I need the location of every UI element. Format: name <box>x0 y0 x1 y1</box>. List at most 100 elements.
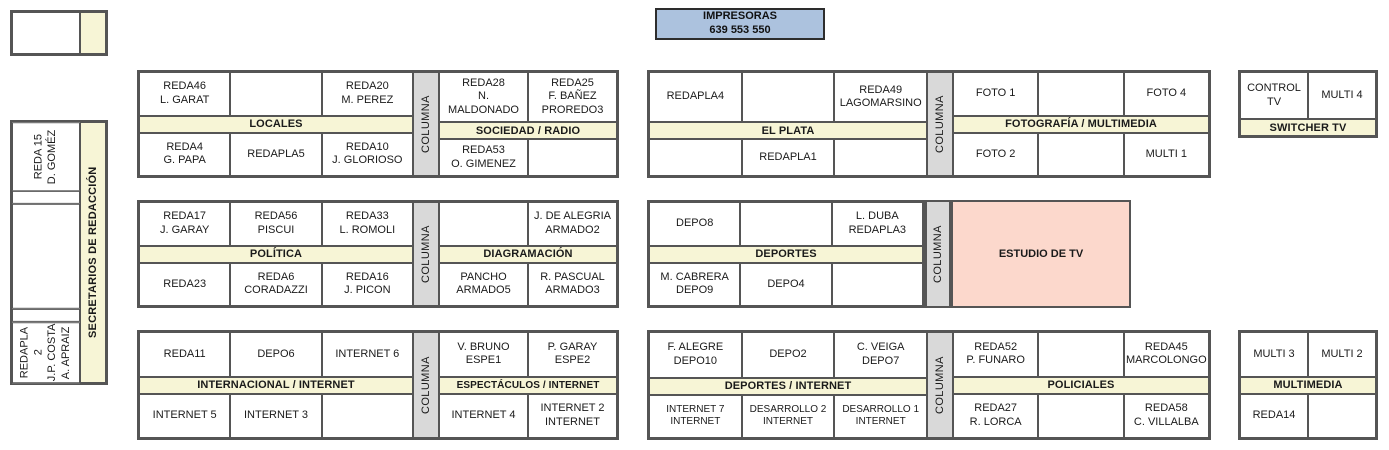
elplata-bottom-cell-1[interactable] <box>649 139 742 176</box>
secretarios-cells-stack: REDA 15 D. GOMÉZ REDAPLA 2 J.P. COSTA A.… <box>12 122 80 383</box>
fotografia-multimedia-banner: FOTOGRAFÍA / MULTIMEDIA <box>953 115 1209 133</box>
policiales-banner: POLICIALES <box>953 376 1209 394</box>
internacional-bottom-cell-3[interactable] <box>321 393 413 438</box>
deportes-internet-top-cell-3[interactable]: C. VEIGA DEPO7 <box>834 332 928 378</box>
deportes-top-cell-1[interactable]: DEPO8 <box>649 202 741 246</box>
espectaculos-top-cell-2[interactable]: P. GARAY ESPE2 <box>528 332 617 377</box>
left-top-cell[interactable] <box>12 12 80 54</box>
fotografia-bottom-cell-3[interactable]: MULTI 1 <box>1123 132 1209 176</box>
politica-top-cell-1[interactable]: REDA17 J. GARAY <box>139 202 231 246</box>
elplata-bottom-cell-3[interactable] <box>834 139 928 176</box>
deportes-bottom-cell-2[interactable]: DEPO4 <box>740 262 832 306</box>
espectaculos-bottom-cell-2[interactable]: INTERNET 2 INTERNET <box>528 393 617 438</box>
locales-top-cell-1[interactable]: REDA46 L. GARAT <box>139 72 231 116</box>
secretarios-cell-2[interactable] <box>12 191 80 205</box>
multimedia-cell-empty[interactable] <box>1308 393 1376 438</box>
elplata-top-cell-2[interactable] <box>741 72 835 123</box>
locales-top-row: REDA46 L. GARAT REDA20 M. PEREZ <box>139 72 413 116</box>
deportes-top-cell-3[interactable]: L. DUBA REDAPLA3 <box>831 202 923 246</box>
elplata-bottom-cell-2[interactable]: REDAPLA1 <box>741 139 835 176</box>
espectaculos-bottom-row: INTERNET 4 INTERNET 2 INTERNET <box>439 393 617 438</box>
group-politica: REDA17 J. GARAY REDA56 PISCUI REDA33 L. … <box>139 202 413 306</box>
deportes-internet-top-cell-2[interactable]: DEPO2 <box>741 332 835 378</box>
politica-top-row: REDA17 J. GARAY REDA56 PISCUI REDA33 L. … <box>139 202 413 246</box>
sociedad-top-cell-2[interactable]: REDA25 F. BAÑEZ PROREDO3 <box>528 72 617 123</box>
policiales-bottom-cell-3[interactable]: REDA58 C. VILLALBA <box>1123 393 1209 438</box>
politica-bottom-cell-3[interactable]: REDA16 J. PICON <box>321 262 413 306</box>
multimedia-cell-multi-2[interactable]: MULTI 2 <box>1308 332 1376 377</box>
deportes-internet-banner: DEPORTES / INTERNET <box>649 377 927 395</box>
politica-bottom-cell-2[interactable]: REDA6 CORADAZZI <box>230 262 322 306</box>
desk-block-internacional-espectaculos: REDA11 DEPO6 INTERNET 6 INTERNACIONAL / … <box>137 330 619 440</box>
left-top-stack <box>12 12 80 54</box>
secretarios-cell-5[interactable]: REDAPLA 2 J.P. COSTA A. APRAIZ <box>12 321 80 383</box>
diagramacion-bottom-cell-1[interactable]: PANCHO ARMADO5 <box>439 262 528 306</box>
group-espectaculos-internet: V. BRUNO ESPE1 P. GARAY ESPE2 ESPECTÁCUL… <box>439 332 617 438</box>
columna-deportes-internet: COLUMNA <box>927 332 953 438</box>
sociedad-top-cell-1[interactable]: REDA28 N. MALDONADO <box>439 72 528 123</box>
internacional-top-cell-3[interactable]: INTERNET 6 <box>321 332 413 377</box>
locales-bottom-cell-3[interactable]: REDA10 J. GLORIOSO <box>321 132 413 176</box>
locales-bottom-cell-2[interactable]: REDAPLA5 <box>230 132 322 176</box>
policiales-top-row: REDA52 P. FUNARO REDA45 MARCOLONGO <box>953 332 1209 377</box>
locales-top-cell-2[interactable] <box>230 72 322 116</box>
politica-top-cell-3[interactable]: REDA33 L. ROMOLI <box>321 202 413 246</box>
policiales-bottom-cell-2[interactable] <box>1038 393 1124 438</box>
policiales-top-cell-3[interactable]: REDA45 MARCOLONGO <box>1123 332 1209 377</box>
deportes-top-cell-2[interactable] <box>740 202 832 246</box>
diagramacion-top-cell-1[interactable] <box>439 202 528 246</box>
switcher-cell-control-tv[interactable]: CONTROL TV <box>1240 72 1308 119</box>
internacional-top-cell-1[interactable]: REDA11 <box>139 332 231 377</box>
internacional-bottom-cell-1[interactable]: INTERNET 5 <box>139 393 231 438</box>
multimedia-cell-reda14[interactable]: REDA14 <box>1240 393 1308 438</box>
sociedad-radio-banner: SOCIEDAD / RADIO <box>439 122 617 140</box>
deportes-bottom-cell-3[interactable] <box>831 262 923 306</box>
espectaculos-top-cell-1[interactable]: V. BRUNO ESPE1 <box>439 332 528 377</box>
policiales-top-cell-1[interactable]: REDA52 P. FUNARO <box>953 332 1039 377</box>
desk-block-locales-sociedad: REDA46 L. GARAT REDA20 M. PEREZ LOCALES … <box>137 70 619 178</box>
switcher-top-row: CONTROL TV MULTI 4 <box>1240 72 1376 119</box>
sociedad-bottom-cell-1[interactable]: REDA53 O. GIMENEZ <box>439 139 528 176</box>
politica-top-cell-2[interactable]: REDA56 PISCUI <box>230 202 322 246</box>
elplata-top-cell-3[interactable]: REDA49 LAGOMARSINO <box>834 72 928 123</box>
espectaculos-bottom-cell-1[interactable]: INTERNET 4 <box>439 393 528 438</box>
printers-block: IMPRESORAS 639 553 550 <box>655 8 825 40</box>
deportes-bottom-cell-1[interactable]: M. CABRERA DEPO9 <box>649 262 741 306</box>
columna-politica: COLUMNA <box>413 202 439 306</box>
elplata-top-row: REDAPLA4 REDA49 LAGOMARSINO <box>649 72 928 123</box>
multimedia-cell-multi-3[interactable]: MULTI 3 <box>1240 332 1308 377</box>
secretarios-cell-3[interactable] <box>12 204 80 309</box>
deportes-internet-bottom-cell-2[interactable]: DESARROLLO 2 INTERNET <box>741 394 835 438</box>
secretarios-cell-1[interactable]: REDA 15 D. GOMÉZ <box>12 122 80 192</box>
switcher-cell-multi-4[interactable]: MULTI 4 <box>1308 72 1376 119</box>
fotografia-bottom-cell-1[interactable]: FOTO 2 <box>953 132 1039 176</box>
internacional-top-cell-2[interactable]: DEPO6 <box>230 332 322 377</box>
fotografia-bottom-cell-2[interactable] <box>1038 132 1124 176</box>
estudio-de-tv[interactable]: ESTUDIO DE TV <box>951 200 1131 308</box>
multimedia-banner: MULTIMEDIA <box>1240 376 1376 394</box>
diagramacion-bottom-cell-2[interactable]: R. PASCUAL ARMADO3 <box>528 262 617 306</box>
policiales-bottom-cell-1[interactable]: REDA27 R. LORCA <box>953 393 1039 438</box>
elplata-top-cell-1[interactable]: REDAPLA4 <box>649 72 742 123</box>
sociedad-bottom-cell-2[interactable] <box>528 139 617 176</box>
deportes-internet-top-cell-1[interactable]: F. ALEGRE DEPO10 <box>649 332 742 378</box>
fotografia-top-cell-3[interactable]: FOTO 4 <box>1123 72 1209 116</box>
fotografia-top-row: FOTO 1 FOTO 4 <box>953 72 1209 116</box>
secretarios-cell-4[interactable] <box>12 308 80 322</box>
diagramacion-top-cell-2[interactable]: J. DE ALEGRIA ARMADO2 <box>528 202 617 246</box>
locales-bottom-cell-1[interactable]: REDA4 G. PAPA <box>139 132 231 176</box>
fotografia-top-cell-2[interactable] <box>1038 72 1124 116</box>
fotografia-bottom-row: FOTO 2 MULTI 1 <box>953 132 1209 176</box>
internacional-bottom-cell-2[interactable]: INTERNET 3 <box>230 393 322 438</box>
group-deportes: DEPO8 L. DUBA REDAPLA3 DEPORTES M. CABRE… <box>647 200 925 308</box>
politica-bottom-row: REDA23 REDA6 CORADAZZI REDA16 J. PICON <box>139 262 413 306</box>
deportes-top-row: DEPO8 L. DUBA REDAPLA3 <box>649 202 923 246</box>
deportes-internet-bottom-cell-3[interactable]: DESARROLLO 1 INTERNET <box>834 394 928 438</box>
fotografia-top-cell-1[interactable]: FOTO 1 <box>953 72 1039 116</box>
columna-el-plata: COLUMNA <box>927 72 953 176</box>
politica-bottom-cell-1[interactable]: REDA23 <box>139 262 231 306</box>
locales-top-cell-3[interactable]: REDA20 M. PEREZ <box>321 72 413 116</box>
deportes-banner: DEPORTES <box>649 245 923 263</box>
deportes-internet-bottom-cell-1[interactable]: INTERNET 7 INTERNET <box>649 394 742 438</box>
policiales-top-cell-2[interactable] <box>1038 332 1124 377</box>
